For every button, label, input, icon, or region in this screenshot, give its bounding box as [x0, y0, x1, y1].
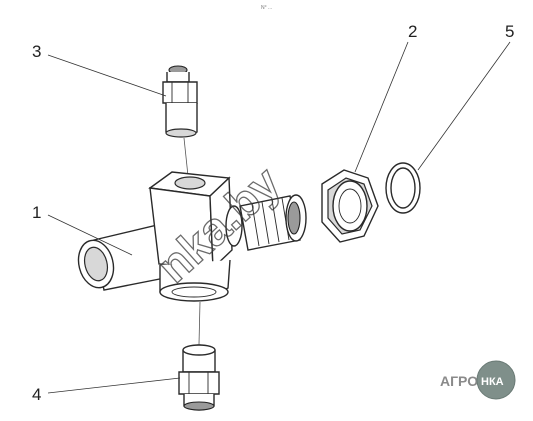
leader-line-1 — [47, 214, 133, 256]
leader-line-5 — [417, 41, 511, 171]
logo-circle-icon — [476, 360, 516, 400]
callout-3: 3 — [32, 42, 41, 61]
leader-line-3 — [47, 54, 167, 97]
logo-text: АГРО — [440, 373, 478, 389]
callout-5: 5 — [505, 22, 514, 41]
vertical-axis-lower — [198, 301, 201, 345]
part-3-top-fitting — [162, 65, 198, 138]
part-2-union-nut — [239, 169, 379, 251]
callout-4: 4 — [32, 385, 41, 404]
part-5-o-ring — [385, 162, 421, 214]
leader-line-4 — [47, 377, 181, 394]
top-mark: N° ... — [261, 5, 272, 11]
logo-mark: НКА — [481, 376, 504, 388]
part-1-tee-body — [77, 171, 243, 302]
vertical-axis-upper — [183, 137, 189, 177]
callout-2: 2 — [408, 22, 417, 41]
part-4-bottom-fitting — [178, 344, 220, 411]
agronka-logo: АГРО НКА — [440, 360, 516, 400]
leader-line-2 — [354, 41, 409, 173]
callout-1: 1 — [32, 203, 41, 222]
